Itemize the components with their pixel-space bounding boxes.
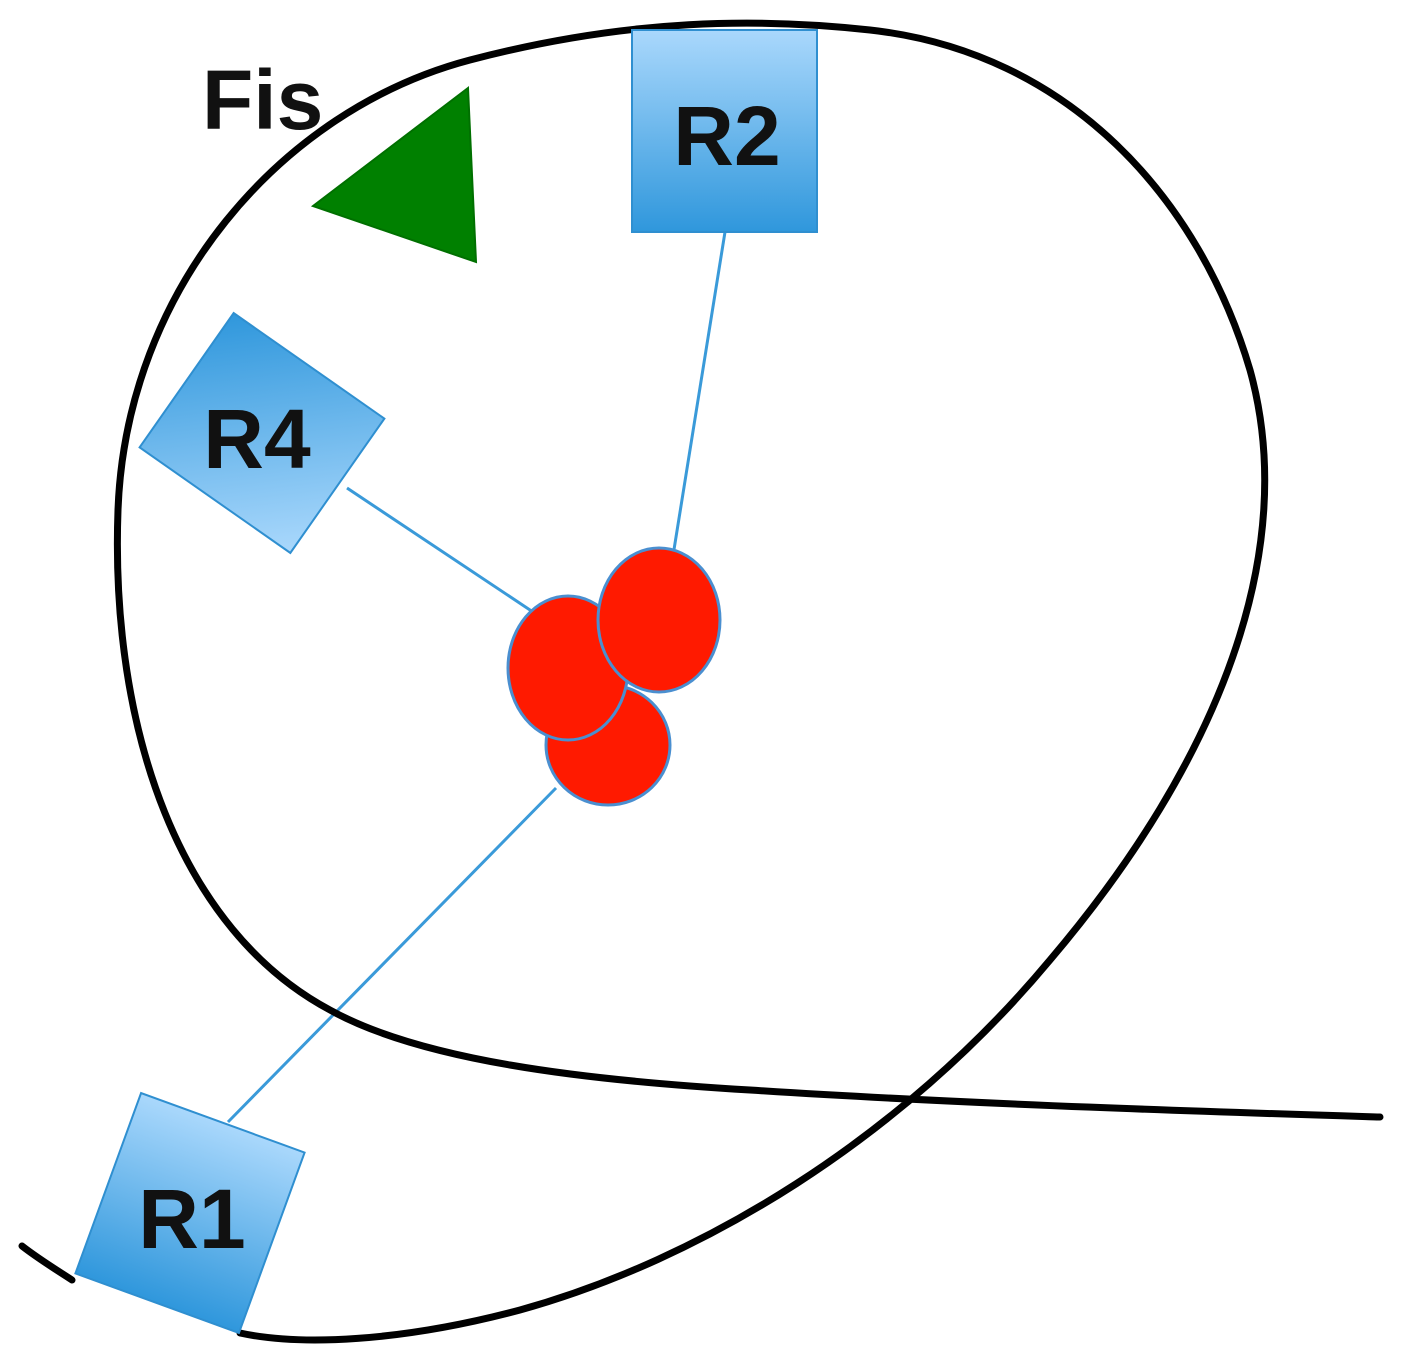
cell-right — [596, 546, 722, 694]
fis-label: Fis — [202, 53, 323, 147]
r2-box: R2 — [631, 29, 818, 233]
cell-cluster — [506, 546, 722, 807]
r1-box — [74, 1091, 306, 1335]
loop-curve — [113, 19, 1384, 1344]
r4-label: R4 — [203, 392, 311, 486]
r4-box — [138, 311, 386, 555]
connector-r1 — [226, 786, 558, 1124]
r2-label: R2 — [673, 89, 780, 183]
triangle-marker — [310, 86, 478, 264]
loop-curve-tail — [18, 1242, 76, 1284]
connector-r4 — [346, 486, 546, 622]
connector-r2 — [670, 231, 727, 563]
r1-label: R1 — [138, 1172, 245, 1266]
